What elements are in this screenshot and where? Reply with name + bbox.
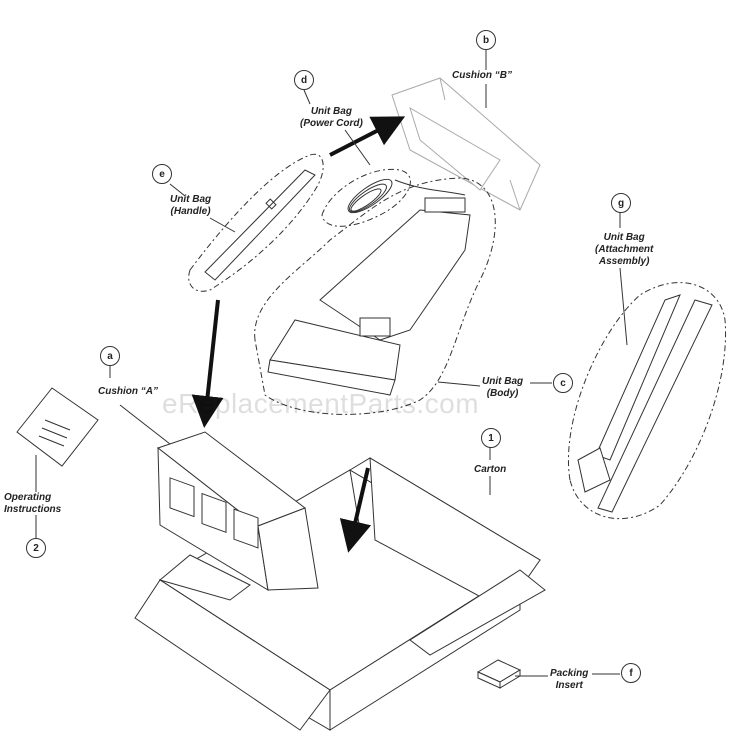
- callout-1: 1: [481, 428, 501, 448]
- leader-lines: [35, 50, 628, 677]
- callout-f: f: [621, 663, 641, 683]
- label-line: Operating: [4, 492, 52, 503]
- cushion-b-drawing: [391, 77, 541, 211]
- label-unit-bag-attachment: Unit Bag (Attachment Assembly): [595, 232, 653, 268]
- label-line: Carton: [474, 464, 507, 475]
- label-cushion-a: Cushion “A”: [98, 386, 158, 398]
- callout-a: a: [100, 346, 120, 366]
- label-unit-bag-power-cord: Unit Bag (Power Cord): [300, 106, 363, 130]
- label-carton: Carton: [474, 464, 506, 476]
- label-cushion-b: Cushion “B”: [452, 70, 512, 82]
- label-operating-instructions: Operating Instructions: [4, 492, 61, 516]
- unit-bag-power-cord-drawing: [321, 168, 466, 227]
- callout-d: d: [294, 70, 314, 90]
- callout-c: c: [553, 373, 573, 393]
- label-line: Cushion “B”: [452, 70, 512, 81]
- label-unit-bag-body: Unit Bag (Body): [482, 376, 523, 400]
- label-line: (Body): [486, 388, 519, 399]
- packing-insert-drawing: [476, 659, 522, 689]
- label-line: Packing: [550, 668, 589, 679]
- assembly-arrows: [191, 116, 406, 553]
- label-line: Unit Bag: [170, 194, 212, 205]
- watermark: eReplacementParts.com: [162, 388, 480, 419]
- label-line: Unit Bag: [603, 232, 645, 243]
- label-line: Assembly): [598, 256, 650, 267]
- operating-instructions-drawing: [16, 387, 99, 467]
- label-line: Cushion “A”: [98, 386, 158, 397]
- label-line: (Handle): [170, 206, 211, 217]
- label-line: Instructions: [4, 504, 62, 515]
- label-line: Unit Bag: [482, 376, 524, 387]
- label-line: Unit Bag: [310, 106, 352, 117]
- label-line: Insert: [555, 680, 583, 691]
- label-packing-insert: Packing Insert: [550, 668, 588, 692]
- cushion-a-drawing: [156, 431, 319, 591]
- label-unit-bag-handle: Unit Bag (Handle): [170, 194, 211, 218]
- callout-e: e: [152, 164, 172, 184]
- callout-b: b: [476, 30, 496, 50]
- callout-2: 2: [26, 538, 46, 558]
- label-line: (Power Cord): [300, 118, 363, 129]
- unit-bag-body-drawing: [254, 177, 496, 415]
- unit-bag-attachment-drawing: [568, 282, 727, 520]
- label-line: (Attachment: [595, 244, 654, 255]
- callout-g: g: [611, 193, 631, 213]
- unit-bag-handle-drawing: [188, 153, 324, 292]
- carton-drawing: [134, 457, 546, 731]
